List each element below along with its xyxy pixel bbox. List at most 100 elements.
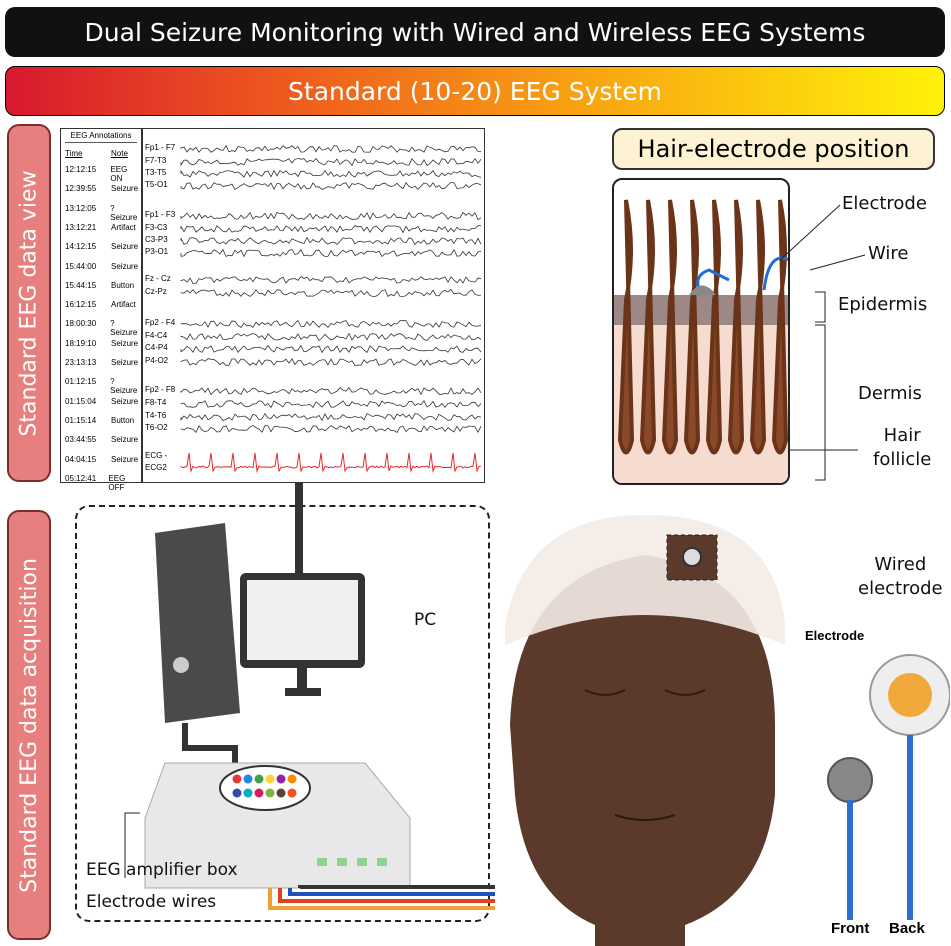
annotation-time: 01:15:04 (65, 396, 97, 406)
channel-label: F7-T3 (145, 156, 167, 165)
electrode-dot (254, 788, 264, 798)
electrode-detail-illustration (827, 654, 950, 920)
side-label-acquisition: Standard EEG data acquisition (7, 510, 51, 940)
label-line: Wired (874, 554, 927, 575)
annotation-note: Seizure (111, 454, 139, 464)
eeg-trace (180, 276, 482, 284)
hair-follicle-icon (661, 199, 679, 455)
electrode-dot (243, 774, 253, 784)
eeg-trace (180, 288, 482, 297)
electrode-dot (232, 788, 242, 798)
annotation-time: 16:12:15 (65, 300, 97, 310)
annotation-time: 23:13:13 (65, 358, 97, 367)
annotation-time: 15:44:15 (65, 280, 97, 290)
hair-follicle-icon (727, 199, 745, 455)
electrode-dot (254, 774, 264, 784)
label-wire: Wire (868, 243, 909, 264)
electrode-dot (265, 774, 275, 784)
annotation-note: EEG OFF (108, 473, 126, 492)
annotation-note: ?Seizure (110, 203, 138, 222)
eeg-trace (180, 387, 482, 396)
electrode-icon (689, 285, 716, 295)
annotation-note: Seizure (111, 184, 139, 194)
label-epidermis: Epidermis (838, 294, 928, 315)
annotation-time: 04:04:15 (65, 454, 97, 464)
annotation-time: 01:15:14 (65, 415, 97, 425)
electrode-dot (287, 774, 297, 784)
electrode-dot (243, 788, 253, 798)
eeg-trace (180, 211, 482, 221)
channel-label: T3-T5 (145, 168, 167, 177)
annotation-note: Seizure (111, 261, 139, 271)
label-electrode-detail: Electrode (805, 628, 865, 643)
eeg-trace (180, 400, 482, 409)
hair-follicle-icon (617, 199, 635, 455)
annotation-note: ?Seizure (110, 319, 138, 338)
annotation-time: 14:12:15 (65, 242, 97, 252)
annotation-note: Seizure (111, 358, 139, 367)
annotation-note: Seizure (111, 242, 139, 252)
eeg-traces (180, 144, 482, 473)
channel-label: Fp2 - F4 (145, 318, 176, 327)
annotation-row: 01:12:15?Seizure (65, 377, 141, 395)
acquisition-illustration (124, 483, 495, 910)
annotation-time: 05:12:41 (65, 473, 97, 483)
figure-title: Dual Seizure Monitoring with Wired and W… (5, 7, 945, 57)
channel-label: F8-T4 (145, 398, 167, 407)
electrode-dot (265, 788, 275, 798)
channel-label: T4-T6 (145, 411, 167, 420)
eeg-trace (180, 424, 482, 434)
eeg-trace (180, 181, 482, 191)
channel-label: C3-P3 (145, 235, 168, 244)
pc-tower-icon (155, 523, 240, 723)
annotation-time: 13:12:21 (65, 222, 97, 232)
electrode-dot (276, 788, 286, 798)
channel-label: T6-O2 (145, 423, 168, 432)
annotation-row: 18:00:30?Seizure (65, 319, 141, 337)
hair-follicle-icon (639, 199, 657, 455)
channel-label: C4-P4 (145, 343, 168, 352)
leader-lines (780, 204, 866, 481)
hair-follicle-icon (749, 199, 767, 455)
annotation-row: 18:19:10 Seizure (65, 339, 138, 348)
label-amplifier: EEG amplifier box (86, 860, 238, 880)
col-note: Note (111, 149, 128, 158)
annotation-row: 23:13:13 Seizure (65, 358, 138, 367)
annotation-time: 15:44:00 (65, 261, 97, 271)
channel-label: Fz - Cz (145, 274, 171, 283)
annotation-note: Button (111, 415, 135, 425)
eeg-trace (180, 248, 482, 258)
annotation-time: 12:12:15 (65, 165, 97, 174)
annotation-time: 03:44:55 (65, 435, 97, 445)
head-illustration (505, 515, 785, 946)
annotation-row: 14:12:15 Seizure (65, 242, 138, 251)
channel-label: Fp1 - F3 (145, 210, 176, 219)
label-line: follicle (873, 449, 932, 470)
hair-follicle-icon (705, 199, 723, 455)
label-pc: PC (414, 610, 437, 630)
hair-electrode-header: Hair-electrode position (612, 128, 935, 170)
channel-label: P3-O1 (145, 247, 169, 256)
channel-label: F3-C3 (145, 223, 168, 232)
eeg-trace (180, 358, 482, 366)
eeg-trace (180, 344, 482, 354)
col-time: Time (65, 149, 83, 158)
annotation-time: 13:12:05 (65, 203, 97, 213)
channel-label: P4-O2 (145, 356, 169, 365)
ecg-trace (180, 452, 482, 473)
annotations-title: EEG Annotations (65, 129, 137, 143)
eeg-trace (180, 225, 482, 234)
annotation-note: Seizure (111, 338, 139, 348)
channel-label: Cz-Pz (145, 287, 167, 296)
annotation-note: Button (111, 280, 135, 290)
side-label-text: Standard EEG data acquisition (16, 557, 42, 893)
annotation-time: 18:19:10 (65, 338, 97, 348)
